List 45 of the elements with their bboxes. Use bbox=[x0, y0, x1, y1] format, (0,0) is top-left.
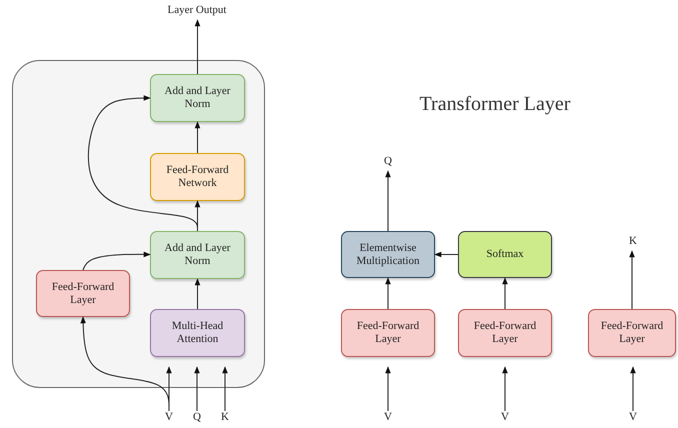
process-box bbox=[150, 309, 245, 357]
io-label: V bbox=[626, 411, 640, 425]
arrow bbox=[434, 252, 458, 258]
arrow bbox=[194, 121, 200, 154]
arrow bbox=[502, 366, 508, 412]
arrow bbox=[630, 366, 636, 412]
layer-container bbox=[12, 60, 265, 388]
io-label: K bbox=[218, 411, 232, 425]
process-box bbox=[341, 309, 435, 357]
process-box bbox=[341, 231, 435, 278]
arrow bbox=[82, 252, 151, 270]
process-box bbox=[458, 231, 552, 278]
io-label: V bbox=[498, 411, 512, 425]
box-label: Feed-Forward Network bbox=[165, 164, 230, 190]
box-label: Softmax bbox=[485, 248, 525, 261]
io-label: Q bbox=[190, 411, 204, 425]
io-label: Q bbox=[381, 155, 395, 169]
io-label: V bbox=[162, 411, 176, 425]
box-label: Feed-Forward Layer bbox=[356, 320, 420, 346]
arrow bbox=[385, 277, 391, 310]
arrow bbox=[194, 19, 200, 74]
box-label: Multi-Head Attention bbox=[170, 320, 224, 346]
box-label: Feed-Forward Layer bbox=[472, 320, 538, 346]
box-label: Feed-Forward Layer bbox=[600, 320, 664, 346]
diagram-title: Transformer Layer bbox=[418, 93, 572, 116]
arrow bbox=[194, 278, 200, 310]
arrow bbox=[194, 366, 200, 412]
io-label: Layer Output bbox=[160, 4, 234, 18]
box-label: Add and Layer Norm bbox=[164, 85, 232, 111]
box-label: Add and Layer Norm bbox=[164, 242, 232, 268]
process-box bbox=[588, 309, 676, 357]
arrow bbox=[385, 366, 391, 412]
process-box bbox=[150, 153, 245, 201]
process-box bbox=[458, 309, 552, 357]
process-box bbox=[36, 270, 130, 317]
box-label: Elementwise Multiplication bbox=[356, 242, 420, 268]
process-box bbox=[150, 231, 245, 279]
io-label: V bbox=[381, 411, 395, 425]
arrow bbox=[222, 366, 228, 412]
arrow bbox=[502, 277, 508, 310]
io-label: K bbox=[626, 235, 640, 249]
process-box bbox=[150, 74, 245, 122]
arrow bbox=[629, 250, 635, 310]
arrow bbox=[385, 170, 391, 232]
box-label: Feed-Forward Layer bbox=[50, 280, 116, 306]
